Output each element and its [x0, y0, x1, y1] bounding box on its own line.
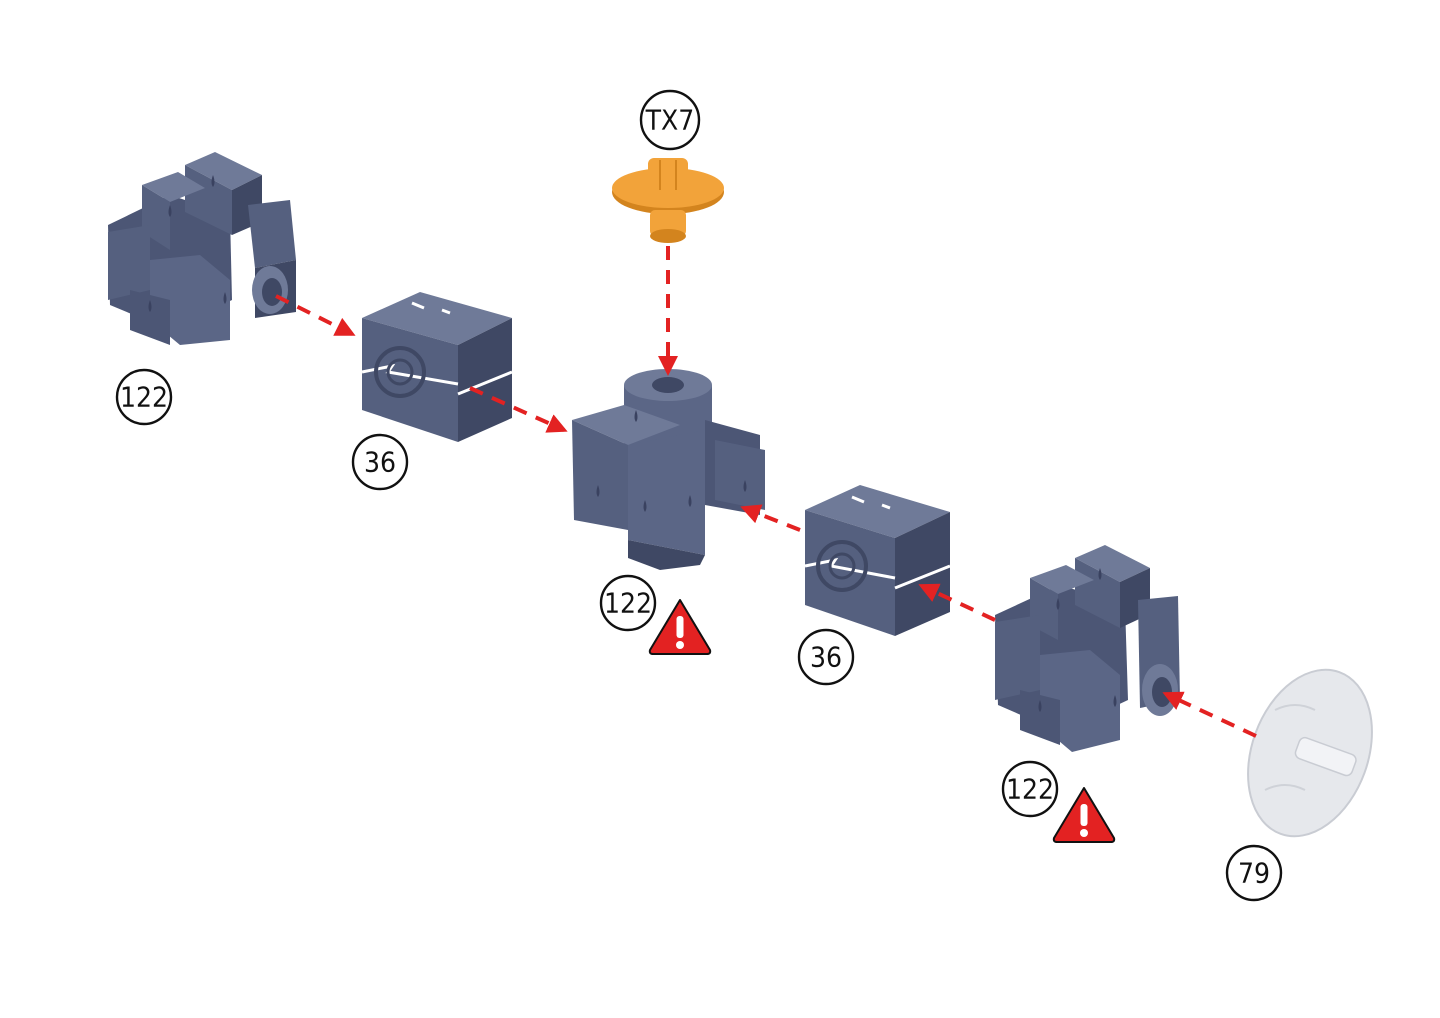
arrow-hub-left-to-block [276, 296, 352, 334]
disc-part [1226, 652, 1394, 853]
hub-center-part [572, 369, 765, 570]
callout-label: 36 [810, 641, 842, 674]
arrow-disc-to-hub [1166, 694, 1256, 736]
callout-label: TX7 [645, 104, 695, 137]
screw-part [612, 158, 724, 243]
callout-hub-right: 122 [1003, 762, 1057, 816]
hub-right-part [995, 545, 1180, 752]
warning-triangle-icon [1054, 788, 1114, 842]
arrow-block-right-to-hub [744, 508, 800, 530]
callout-label: 122 [604, 587, 652, 620]
block-right-part [805, 485, 950, 636]
callout-block-left: 36 [353, 435, 407, 489]
callout-screw-top: TX7 [641, 91, 699, 149]
callout-block-right: 36 [799, 630, 853, 684]
callout-hub-center: 122 [601, 576, 655, 630]
callout-label: 79 [1238, 857, 1270, 890]
hub-left-part [108, 152, 296, 345]
callout-label: 122 [1006, 773, 1054, 806]
callout-label: 36 [364, 446, 396, 479]
warning-triangle-icon [650, 600, 710, 654]
block-left-part [362, 292, 512, 442]
callout-label: 122 [120, 381, 168, 414]
callout-hub-left: 122 [117, 370, 171, 424]
callout-disc-right: 79 [1227, 846, 1281, 900]
